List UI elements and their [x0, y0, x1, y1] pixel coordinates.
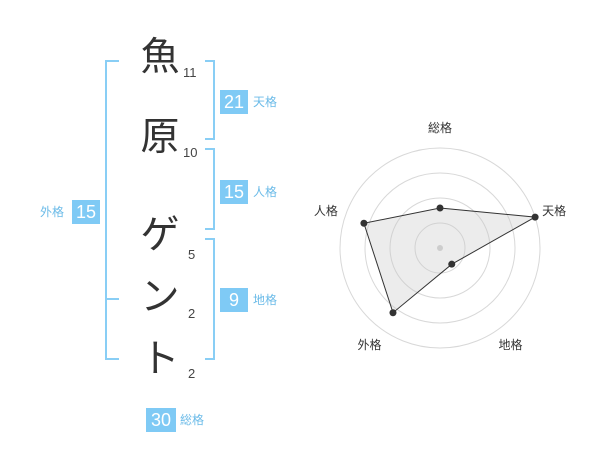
radar-axis-label-外格: 外格: [357, 337, 381, 352]
radar-point-地格: [448, 260, 456, 268]
jinkaku-value-badge: 15: [220, 180, 248, 204]
gaikaku-value-badge: 15: [72, 200, 100, 224]
radar-point-天格: [531, 213, 539, 221]
tenkaku-bracket: [205, 60, 215, 140]
stroke-count-2: 10: [183, 145, 198, 160]
radar-ring-2: [389, 197, 491, 299]
stroke-count-1: 11: [183, 65, 197, 80]
radar-axis-label-総格: 総格: [428, 120, 452, 135]
name-char-4: ン: [140, 275, 180, 320]
radar-ring-1: [414, 222, 466, 274]
radar-series-polygon: [363, 207, 537, 314]
radar-point-人格: [360, 219, 368, 227]
stroke-count-4: 2: [188, 306, 196, 321]
stroke-count-3: 5: [188, 247, 196, 262]
radar-axis-label-人格: 人格: [314, 203, 338, 218]
jinkaku-label: 人格: [253, 185, 278, 199]
jinkaku-bracket: [205, 148, 215, 230]
tenkaku-label: 天格: [253, 95, 278, 109]
soukaku-value-badge: 30: [146, 408, 176, 432]
radar-ring-4: [339, 147, 541, 349]
chikaku-value-badge: 9: [220, 288, 248, 312]
radar-center: [437, 245, 443, 251]
chikaku-label: 地格: [253, 293, 278, 307]
radar-point-外格: [389, 309, 397, 317]
radar-axis-label-天格: 天格: [542, 203, 566, 218]
name-char-1: 魚: [140, 35, 180, 80]
radar-axis-label-地格: 地格: [499, 337, 523, 352]
soukaku-label: 総格: [180, 413, 205, 427]
name-char-2: 原: [140, 115, 180, 160]
tenkaku-value-badge: 21: [220, 90, 248, 114]
name-char-5: ト: [140, 337, 180, 382]
stroke-count-5: 2: [188, 366, 196, 381]
gaikaku-bracket-tick: [105, 298, 119, 300]
gaikaku-bracket: [105, 60, 119, 360]
chikaku-bracket: [205, 238, 215, 360]
name-char-3: ゲ: [140, 213, 180, 258]
radar-point-総格: [436, 204, 444, 212]
radar-grid: [339, 147, 541, 349]
gaikaku-label: 外格: [40, 205, 65, 219]
radar-ring-3: [364, 172, 516, 324]
